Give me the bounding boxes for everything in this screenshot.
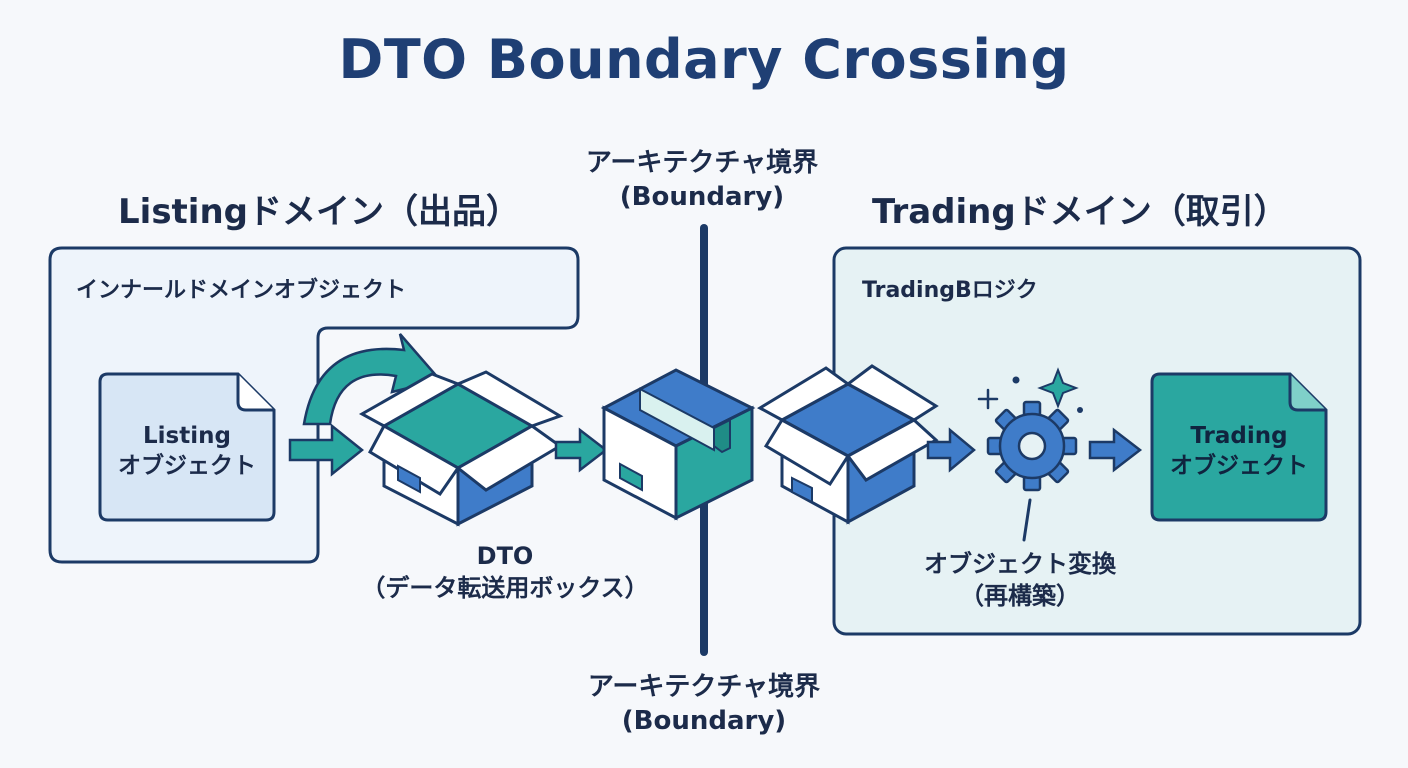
- trading-object-line2: オブジェクト: [1170, 453, 1308, 479]
- listing-object-line2: オブジェクト: [118, 453, 256, 479]
- gear-icon: [986, 400, 1078, 492]
- boundary-top-line1: アーキテクチャ境界: [585, 148, 819, 178]
- listing-inner-label: インナールドメインオブジェクト: [76, 278, 407, 303]
- transform-caption: オブジェクト変換 （再構築）: [900, 548, 1140, 612]
- open-box-icon-dto: [358, 370, 564, 527]
- trading-document-icon: [1150, 372, 1328, 522]
- boundary-bottom-line2: (Boundary): [621, 706, 787, 736]
- closed-box-icon: [600, 368, 756, 521]
- arrow-right-icon: [926, 427, 976, 473]
- arrow-right-icon: [554, 427, 609, 473]
- transform-pointer-line: [1022, 498, 1032, 542]
- listing-domain-heading: Listingドメイン（出品）: [118, 192, 521, 232]
- listing-object-label: Listing オブジェクト: [100, 421, 274, 481]
- boundary-bottom-line1: アーキテクチャ境界: [587, 672, 821, 702]
- sparkle-icon: [977, 367, 1083, 413]
- trading-inner-label: TradingBロジク: [862, 278, 1038, 303]
- open-box-icon-trading: [756, 364, 939, 525]
- trading-domain-heading: Tradingドメイン（取引）: [872, 192, 1288, 232]
- boundary-top-line2: (Boundary): [619, 182, 785, 212]
- boundary-label-bottom: アーキテクチャ境界 (Boundary): [524, 670, 884, 738]
- diagram-title: DTO Boundary Crossing: [338, 28, 1070, 91]
- listing-document-icon: [98, 372, 276, 522]
- trading-object-label: Trading オブジェクト: [1152, 421, 1326, 481]
- dto-caption-line2: （データ転送用ボックス）: [361, 574, 649, 602]
- boundary-label-top: アーキテクチャ境界 (Boundary): [522, 146, 882, 214]
- dto-caption: DTO （データ転送用ボックス）: [340, 540, 670, 604]
- trading-object-line1: Trading: [1190, 423, 1288, 449]
- dto-caption-line1: DTO: [476, 542, 534, 570]
- arrow-right-icon: [288, 423, 365, 477]
- transform-caption-line1: オブジェクト変換: [924, 550, 1116, 578]
- listing-object-line1: Listing: [143, 423, 231, 449]
- curved-arrow-icon: [302, 333, 443, 426]
- arrow-right-icon: [1088, 427, 1143, 473]
- transform-caption-line2: （再構築）: [960, 582, 1080, 610]
